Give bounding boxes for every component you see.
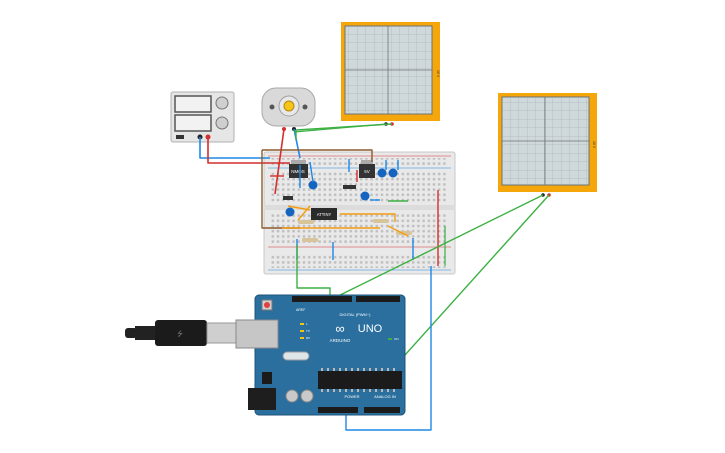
diode[interactable]	[283, 196, 293, 200]
board-brand-label: ARDUINO	[330, 338, 351, 343]
wire-blue[interactable]	[293, 128, 301, 159]
wire-blue[interactable]	[299, 161, 314, 188]
analog-header-label: ANALOG IN	[374, 394, 396, 399]
usb-port	[235, 319, 279, 349]
power-switch[interactable]	[176, 135, 184, 139]
power-header[interactable]	[318, 407, 358, 413]
resistor[interactable]	[302, 238, 318, 242]
power-supply[interactable]	[170, 91, 235, 143]
l-label: L	[306, 322, 308, 326]
digital-header-label: DIGITAL (PWM~)	[340, 312, 372, 317]
rx-label: RX	[306, 336, 310, 340]
capacitors[interactable]	[285, 168, 398, 217]
digital-header-right[interactable]	[356, 296, 400, 302]
wire-blue[interactable]	[345, 266, 432, 431]
voltage-display	[174, 95, 212, 113]
voltage-regulator[interactable]: 5V	[359, 160, 375, 178]
capacitor[interactable]	[308, 180, 318, 190]
current-knob[interactable]	[215, 116, 229, 130]
analog-header[interactable]	[364, 407, 400, 413]
scope-2-scale-label: 10 V	[592, 141, 596, 149]
wires[interactable]	[199, 123, 550, 431]
current-display	[174, 114, 212, 132]
capacitor[interactable]	[377, 168, 387, 178]
wire-red[interactable]	[274, 128, 285, 195]
wire-green[interactable]	[296, 245, 331, 300]
crystal	[282, 351, 310, 361]
regulator-label: 5V	[364, 169, 370, 174]
dc-jack	[248, 388, 276, 410]
on-label: ON	[394, 337, 399, 341]
digital-header-left[interactable]	[292, 296, 352, 302]
tx-label: TX	[306, 329, 310, 333]
usb-cable[interactable]: ⭍	[125, 320, 238, 346]
attiny-chip[interactable]: ATTINY	[311, 208, 337, 220]
atmega-chip	[318, 371, 402, 389]
board-model-label: UNO	[358, 323, 383, 335]
arduino-infinity-icon: ∞	[335, 321, 344, 336]
oscilloscope-1[interactable]: 10 V	[341, 22, 440, 126]
capacitor[interactable]	[388, 168, 398, 178]
wire-green[interactable]	[329, 194, 544, 301]
wire-blue[interactable]	[348, 159, 399, 172]
scope-1-scale-label: 10 V	[436, 70, 440, 78]
usb-plug-icon	[155, 320, 207, 346]
wire-blue[interactable]	[199, 137, 270, 159]
voltage-knob[interactable]	[215, 96, 229, 110]
motor-shaft-icon	[283, 100, 295, 112]
power-header-label: POWER	[344, 394, 359, 399]
capacitor[interactable]	[360, 191, 370, 201]
wire-green[interactable]	[295, 123, 393, 140]
usb-symbol-icon: ⭍	[177, 330, 183, 338]
reset-button[interactable]	[264, 302, 270, 308]
aref-label: AREF	[296, 308, 305, 312]
mosfet-label: NMOS	[291, 169, 305, 174]
mosfet[interactable]: NMOS	[289, 160, 308, 178]
capacitor[interactable]	[285, 207, 295, 217]
resistor[interactable]	[373, 219, 389, 223]
resistor[interactable]	[298, 220, 314, 224]
attiny-label: ATTINY	[317, 212, 332, 217]
diode[interactable]	[343, 185, 356, 189]
oscilloscope-2[interactable]: 10 V	[498, 93, 597, 197]
dc-motor[interactable]	[261, 87, 316, 131]
arduino-uno[interactable]: DIGITAL (PWM~) AREF ∞ UNO ARDUINO L TX R…	[235, 294, 406, 416]
wire-green[interactable]	[293, 123, 387, 133]
